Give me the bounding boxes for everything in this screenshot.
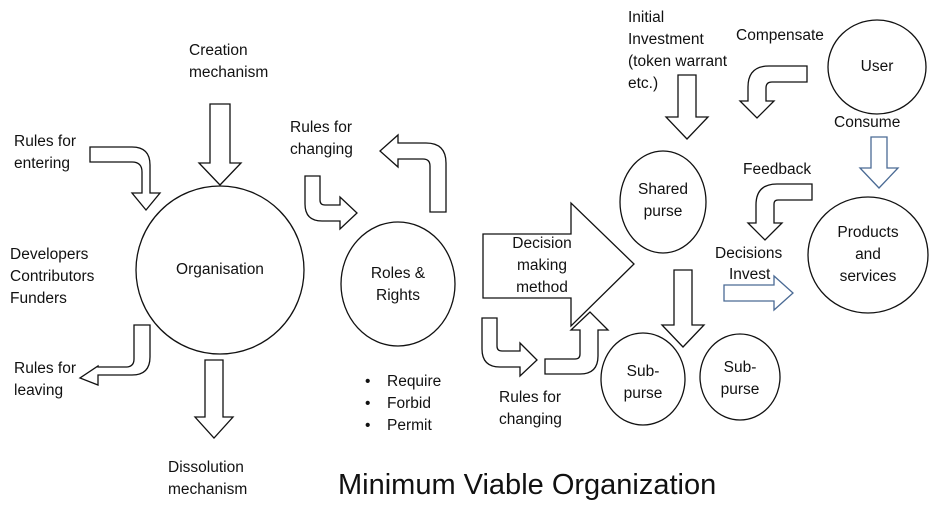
organisation-label: Organisation: [170, 259, 270, 281]
decision-method-label: Decision making method: [497, 233, 587, 299]
consume-arrow-icon: [858, 136, 900, 189]
rules-changing-top-line-1: Rules for: [290, 119, 353, 136]
bullet-permit: Permit: [363, 415, 441, 437]
creation-arrow-icon: [197, 103, 243, 186]
dissolution-arrow-icon: [193, 359, 235, 439]
dissolution-line-1: Dissolution: [168, 459, 244, 476]
feedback-arrow-icon: [746, 183, 813, 241]
user-label: User: [837, 56, 917, 78]
participants-line-1: Developers: [10, 246, 89, 263]
products-services-node[interactable]: [807, 196, 929, 314]
feedback-text: Feedback: [743, 161, 812, 178]
user-text: User: [860, 58, 894, 75]
leaving-arrow-icon: [78, 324, 151, 386]
products-services-label: Products and services: [818, 222, 918, 288]
organisation-text: Organisation: [176, 261, 264, 278]
creation-line-2: mechanism: [189, 64, 269, 81]
diagram-title-text: Minimum Viable Organization: [338, 469, 717, 501]
rules-entering-line-1: Rules for: [14, 133, 77, 150]
initial-investment-line-4: etc.): [628, 75, 659, 92]
organisation-node[interactable]: [135, 185, 305, 355]
rules-leaving-label: Rules for leaving: [14, 358, 76, 402]
decision-line-3: method: [516, 279, 568, 296]
compensate-arrow-icon: [738, 65, 808, 119]
bullet-require: Require: [363, 371, 441, 393]
permissions-list: Require Forbid Permit: [363, 371, 441, 437]
rules-changing-bottom-in-arrow-icon: [481, 317, 538, 378]
decisions-text: Decisions: [715, 245, 783, 262]
shared-purse-line-1: Shared: [638, 181, 688, 198]
entering-arrow-icon: [89, 146, 162, 212]
invest-text: Invest: [729, 266, 771, 283]
sub-purse-2-node[interactable]: [699, 333, 781, 421]
roles-rights-node[interactable]: [340, 221, 456, 347]
purse-split-arrow-icon: [660, 269, 706, 348]
rules-changing-bottom-out-arrow-icon: [544, 311, 610, 375]
participants-line-2: Contributors: [10, 268, 95, 285]
user-node[interactable]: [827, 19, 927, 115]
decisions-label: Decisions: [715, 243, 782, 265]
shared-purse-line-2: purse: [643, 203, 683, 220]
invest-label: Invest: [729, 264, 770, 286]
rules-changing-bottom-label: Rules for changing: [499, 387, 562, 431]
investment-arrow-icon: [664, 74, 710, 140]
rules-entering-line-2: entering: [14, 155, 71, 172]
rules-changing-top-label: Rules for changing: [290, 117, 353, 161]
initial-investment-line-2: Investment: [628, 31, 704, 48]
sub-purse-1-node[interactable]: [600, 332, 686, 426]
sub-purse-2-line-2: purse: [720, 381, 760, 398]
sub-purse-1-label: Sub- purse: [603, 361, 683, 405]
sub-purse-1-line-2: purse: [623, 385, 663, 402]
dissolution-mechanism-label: Dissolution mechanism: [168, 457, 247, 501]
rules-leaving-line-2: leaving: [14, 382, 64, 399]
compensate-label: Compensate: [736, 25, 824, 47]
roles-rights-line-1: Roles &: [370, 265, 426, 282]
feedback-label: Feedback: [743, 159, 811, 181]
participants-label: Developers Contributors Funders: [10, 244, 94, 310]
invest-arrow-icon: [723, 274, 794, 312]
creation-mechanism-label: Creation mechanism: [189, 40, 268, 84]
consume-label: Consume: [834, 112, 900, 134]
initial-investment-line-1: Initial: [628, 9, 665, 26]
products-line-1: Products: [837, 224, 899, 241]
rules-changing-bottom-line-2: changing: [499, 411, 562, 428]
rules-changing-bottom-line-1: Rules for: [499, 389, 562, 406]
rules-changing-top-line-2: changing: [290, 141, 353, 158]
roles-rights-line-2: Rights: [376, 287, 420, 304]
diagram-title: Minimum Viable Organization: [338, 469, 716, 502]
products-line-3: services: [839, 268, 897, 285]
rules-entering-label: Rules for entering: [14, 131, 76, 175]
rules-changing-in-arrow-icon: [304, 175, 358, 231]
sub-purse-2-line-1: Sub-: [723, 359, 757, 376]
roles-rights-label: Roles & Rights: [358, 263, 438, 307]
compensate-text: Compensate: [736, 27, 824, 44]
bullet-forbid: Forbid: [363, 393, 441, 415]
initial-investment-label: Initial Investment (token warrant etc.): [628, 7, 727, 95]
sub-purse-2-label: Sub- purse: [700, 357, 780, 401]
rules-changing-out-arrow-icon: [379, 133, 447, 213]
products-line-2: and: [855, 246, 881, 263]
decision-method-arrow: [482, 201, 635, 328]
shared-purse-label: Shared purse: [623, 179, 703, 223]
creation-line-1: Creation: [189, 42, 248, 59]
participants-line-3: Funders: [10, 290, 67, 307]
decision-line-1: Decision: [512, 235, 572, 252]
initial-investment-line-3: (token warrant: [628, 53, 728, 70]
consume-text: Consume: [834, 114, 901, 131]
decision-line-2: making: [517, 257, 567, 274]
shared-purse-node[interactable]: [619, 150, 707, 254]
dissolution-line-2: mechanism: [168, 481, 248, 498]
sub-purse-1-line-1: Sub-: [626, 363, 660, 380]
rules-leaving-line-1: Rules for: [14, 360, 77, 377]
